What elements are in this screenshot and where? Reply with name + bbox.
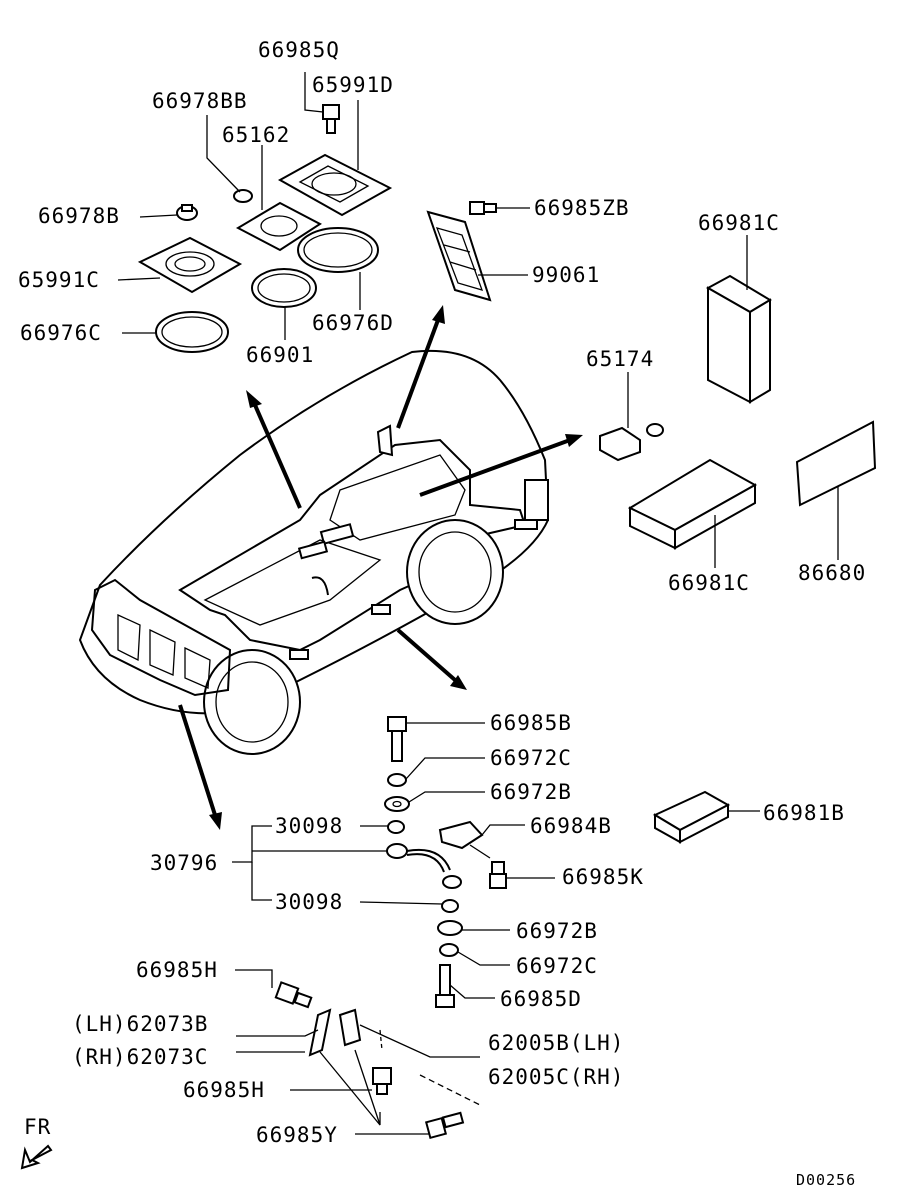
front-direction-indicator — [20, 1144, 53, 1170]
label-66978BB: 66978BB — [152, 89, 248, 113]
drain-plug-group — [117, 72, 393, 353]
label-62005B: 62005B(LH) — [488, 1031, 624, 1055]
label-66985ZB: 66985ZB — [534, 196, 630, 220]
ground-cable-group — [232, 716, 555, 1008]
small-block — [652, 790, 760, 844]
label-62073C: (RH)62073C — [72, 1045, 208, 1069]
label-66981B: 66981B — [763, 801, 845, 825]
label-66985H-a: 66985H — [136, 958, 218, 982]
diagram-code: D00256 — [796, 1171, 856, 1187]
label-66985D: 66985D — [500, 987, 582, 1011]
label-66972C-b: 66972C — [516, 954, 598, 978]
bracket-group — [235, 969, 481, 1140]
label-66901: 66901 — [246, 343, 314, 367]
label-65162: 65162 — [222, 123, 290, 147]
sound-insulator-block — [705, 235, 772, 404]
label-30098-a: 30098 — [275, 814, 343, 838]
label-fr: FR — [24, 1115, 51, 1139]
label-99061: 99061 — [532, 263, 600, 287]
flat-insulator-block — [627, 458, 758, 568]
label-65991C: 65991C — [18, 268, 100, 292]
vehicle-body-illustration — [78, 349, 550, 755]
label-sheet — [795, 420, 877, 560]
label-66976D: 66976D — [312, 311, 394, 335]
label-62005C: 62005C(RH) — [488, 1065, 624, 1089]
label-30796: 30796 — [150, 851, 218, 875]
label-65174: 65174 — [586, 347, 654, 371]
label-66981C-bottom: 66981C — [668, 571, 750, 595]
label-66985H-b: 66985H — [183, 1078, 265, 1102]
label-86680: 86680 — [798, 561, 866, 585]
label-66985K: 66985K — [562, 865, 644, 889]
label-65991D: 65991D — [312, 73, 394, 97]
label-66978B: 66978B — [38, 204, 120, 228]
panel-plate-group — [426, 201, 530, 302]
part-number-labels: 66985Q 65991D 66978BB 65162 66978B 66985… — [18, 38, 866, 1187]
label-66972C-a: 66972C — [490, 746, 572, 770]
label-30098-b: 30098 — [275, 890, 343, 914]
clip-part — [599, 372, 664, 462]
label-66976C: 66976C — [20, 321, 102, 345]
label-66985Q: 66985Q — [258, 38, 340, 62]
label-66972B-b: 66972B — [516, 919, 598, 943]
label-62073B: (LH)62073B — [72, 1012, 208, 1036]
callout-arrows — [178, 305, 583, 830]
label-66981C-top: 66981C — [698, 211, 780, 235]
label-66985B: 66985B — [490, 711, 572, 735]
label-66984B: 66984B — [530, 814, 612, 838]
label-66985Y: 66985Y — [256, 1123, 338, 1147]
label-66972B-a: 66972B — [490, 780, 572, 804]
